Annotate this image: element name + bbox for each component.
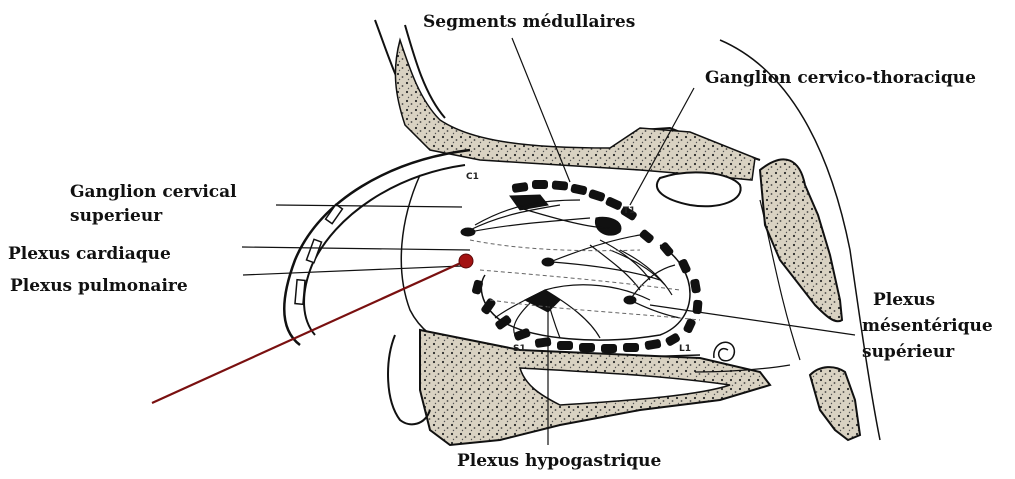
- label-plexus-cardiaque: Plexus cardiaque: [8, 244, 171, 264]
- marker-c1: C1: [466, 172, 479, 182]
- upper-bone-fill: [395, 40, 755, 180]
- label-segments-medullaires: Segments médullaires: [423, 12, 635, 32]
- marker-t1: T1: [623, 206, 635, 216]
- marker-s1: S1: [513, 344, 526, 354]
- upper-sinus: [657, 172, 741, 206]
- nerve-fibers: [470, 200, 680, 338]
- label-plexus-mes-1: Plexus: [873, 290, 935, 310]
- spiral: [714, 342, 735, 361]
- label-plexus-hypogastrique: Plexus hypogastrique: [457, 451, 661, 471]
- right-bone: [760, 159, 842, 321]
- label-plexus-mes-2: mésentérique: [862, 316, 993, 336]
- spinal-segments-lower: [471, 228, 702, 353]
- red-pointer-dot: [459, 254, 473, 268]
- right-lower-bone: [810, 367, 860, 440]
- label-ganglion-cervical: Ganglion cervical: [70, 182, 237, 202]
- arc-segments: [295, 204, 342, 304]
- label-plexus-pulmonaire: Plexus pulmonaire: [10, 276, 188, 296]
- label-ganglion-cervico-thoracique: Ganglion cervico-thoracique: [705, 68, 976, 88]
- label-plexus-mes-3: supérieur: [862, 342, 954, 362]
- label-ganglion-superieur: superieur: [70, 206, 162, 226]
- inner-ring: [481, 245, 690, 340]
- marker-l1: L1: [679, 344, 691, 354]
- sympathetic-chain: [461, 195, 636, 312]
- inner-contour: [401, 175, 700, 360]
- red-pointer-line: [152, 261, 465, 403]
